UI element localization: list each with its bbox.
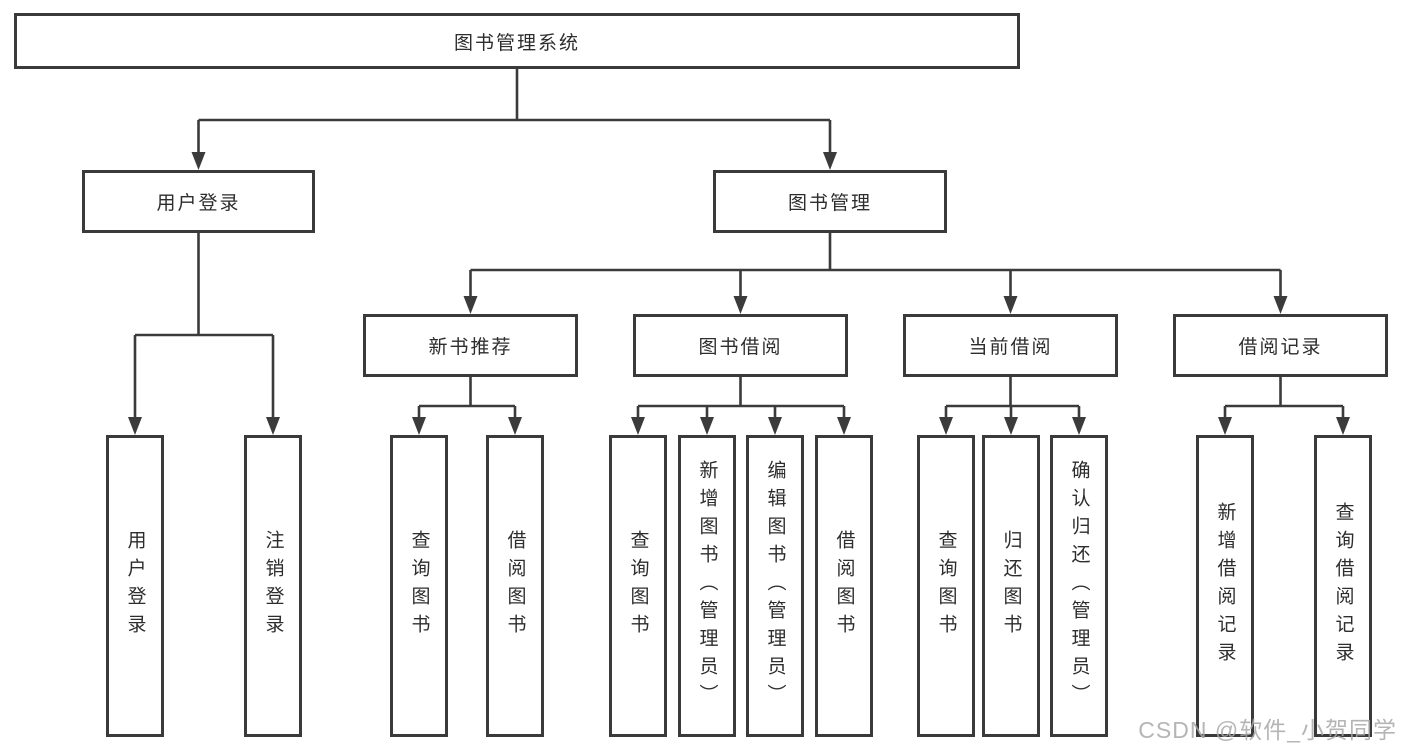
leaf-add-book-admin: 新增图书（管理员） xyxy=(678,435,736,737)
leaf-add-borrow-record: 新增借阅记录 xyxy=(1196,435,1254,737)
leaf-borrow-books-recommend: 借阅图书 xyxy=(486,435,544,737)
node-user-login: 用户登录 xyxy=(82,170,315,233)
leaf-edit-book-admin: 编辑图书（管理员） xyxy=(746,435,804,737)
leaf-logout: 注销登录 xyxy=(244,435,302,737)
leaf-user-login: 用户登录 xyxy=(106,435,164,737)
leaf-return-book: 归还图书 xyxy=(982,435,1040,737)
node-current-borrowing: 当前借阅 xyxy=(903,314,1118,377)
node-library-management-system: 图书管理系统 xyxy=(14,13,1020,69)
leaf-query-books-borrowing: 查询图书 xyxy=(609,435,667,737)
node-book-management: 图书管理 xyxy=(713,170,947,233)
leaf-confirm-return-admin: 确认归还（管理员） xyxy=(1050,435,1108,737)
node-new-book-recommendation: 新书推荐 xyxy=(363,314,578,377)
leaf-query-books-recommend: 查询图书 xyxy=(390,435,448,737)
node-book-borrowing: 图书借阅 xyxy=(633,314,848,377)
node-borrowing-records: 借阅记录 xyxy=(1173,314,1388,377)
leaf-query-borrow-record: 查询借阅记录 xyxy=(1314,435,1372,737)
leaf-query-books-current: 查询图书 xyxy=(917,435,975,737)
leaf-borrow-books-borrowing: 借阅图书 xyxy=(815,435,873,737)
